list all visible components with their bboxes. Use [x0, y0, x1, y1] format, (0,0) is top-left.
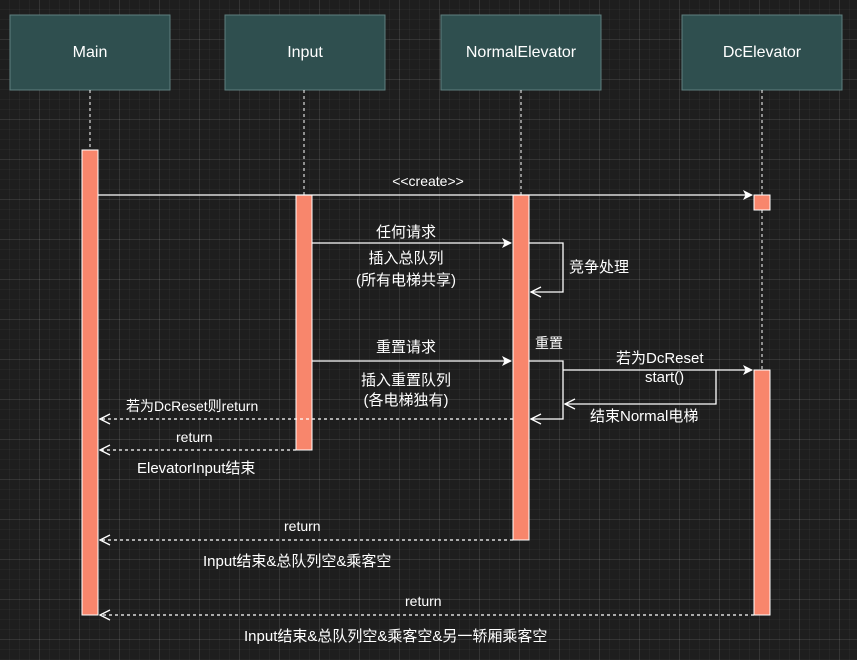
message-compete-self — [529, 242, 564, 292]
label-insert-total-1: 插入总队列 — [368, 250, 444, 267]
label-if-dcreset: 若为DcReset — [616, 350, 704, 367]
activation-dc-elevator-create — [753, 194, 771, 211]
label-return-normal: return — [284, 518, 321, 534]
label-return-dc: return — [405, 593, 442, 609]
participant-box-dc-elevator — [681, 14, 843, 91]
participant-box-input — [224, 14, 386, 91]
participant-label-input: Input — [287, 44, 323, 61]
label-create: <<create>> — [392, 173, 464, 189]
label-return-if-dcreset: 若为DcReset则return — [126, 398, 259, 414]
label-end-normal: 结束Normal电梯 — [590, 408, 699, 425]
message-reset-self — [529, 360, 564, 419]
participant-box-main — [9, 14, 171, 91]
activation-input — [295, 194, 313, 451]
label-reset-self: 重置 — [535, 335, 563, 351]
label-reset-request: 重置请求 — [375, 339, 436, 356]
label-input-end-cond: Input结束&总队列空&乘客空 — [203, 553, 392, 570]
label-insert-reset-1: 插入重置队列 — [360, 372, 451, 389]
activation-main — [81, 149, 99, 616]
participant-box-normal-elevator — [440, 14, 602, 91]
message-end-normal — [565, 370, 717, 404]
participant-label-normal-elevator: NormalElevator — [465, 44, 577, 61]
label-return-input: return — [176, 429, 213, 445]
label-input-end-cond2: Input结束&总队列空&乘客空&另一轿厢乘客空 — [244, 628, 548, 645]
label-elevator-input-end: ElevatorInput结束 — [137, 460, 256, 477]
label-insert-total-2: (所有电梯共享) — [356, 272, 456, 289]
label-any-request: 任何请求 — [375, 224, 436, 241]
activation-normal-elevator — [512, 194, 530, 541]
label-insert-reset-2: (各电梯独有) — [363, 392, 449, 409]
participant-label-dc-elevator: DcElevator — [722, 44, 802, 61]
label-start: start() — [645, 369, 685, 386]
activation-dc-elevator — [753, 369, 771, 616]
label-compete: 竞争处理 — [569, 259, 630, 276]
participant-label-main: Main — [72, 44, 108, 61]
